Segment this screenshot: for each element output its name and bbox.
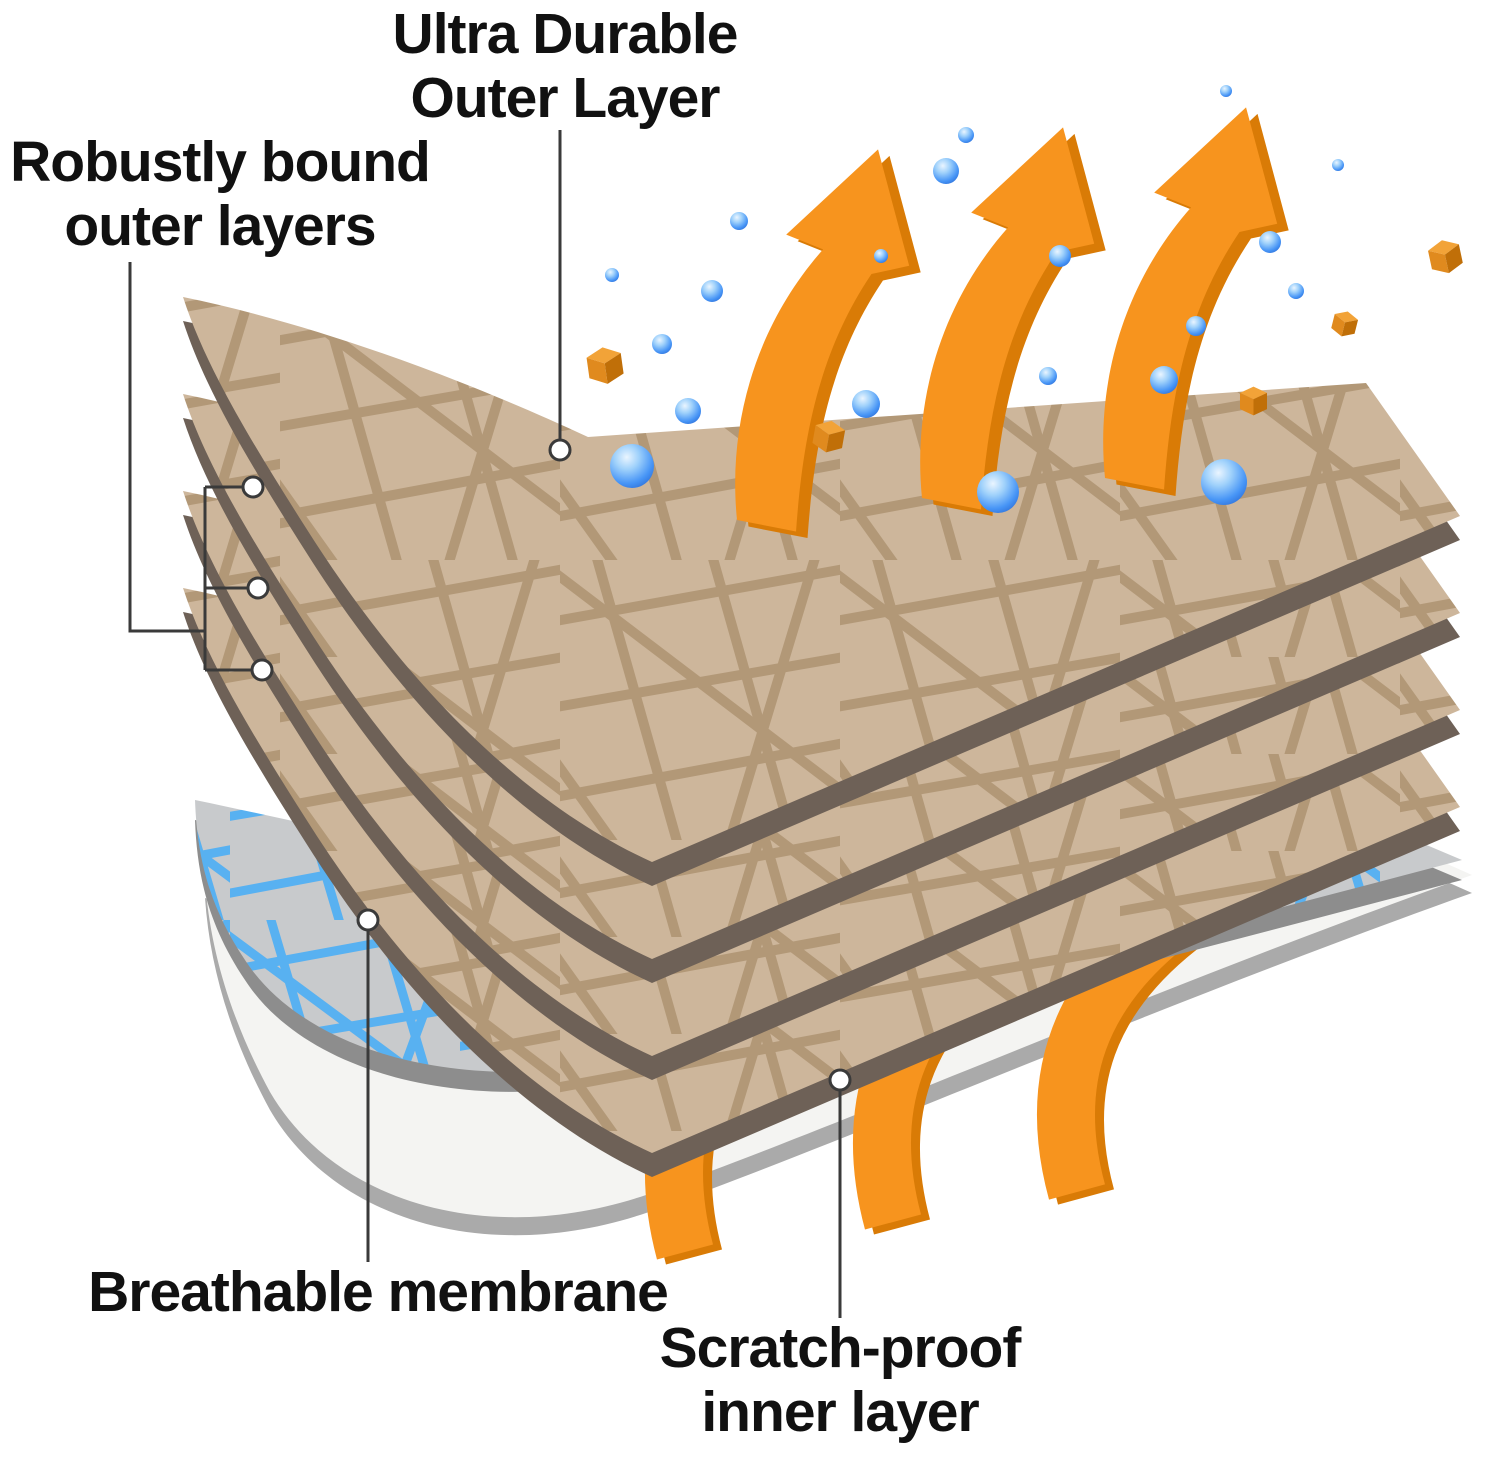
leader-breathable-membrane	[356, 908, 380, 1262]
leader-scratch-proof	[828, 1068, 852, 1318]
water-droplet-icons	[605, 85, 1344, 513]
leader-ultra-durable	[548, 130, 572, 462]
label-breathable-membrane: Breathable membrane	[88, 1260, 669, 1324]
label-scratch-proof-inner-layer: Scratch-proof inner layer	[659, 1316, 1022, 1445]
leader-lines	[128, 130, 852, 1318]
label-ultra-durable-outer-layer: Ultra Durable Outer Layer	[392, 2, 739, 131]
leader-robustly-bound	[128, 262, 274, 682]
label-robustly-bound-outer-layers: Robustly bound outer layers	[10, 130, 431, 259]
